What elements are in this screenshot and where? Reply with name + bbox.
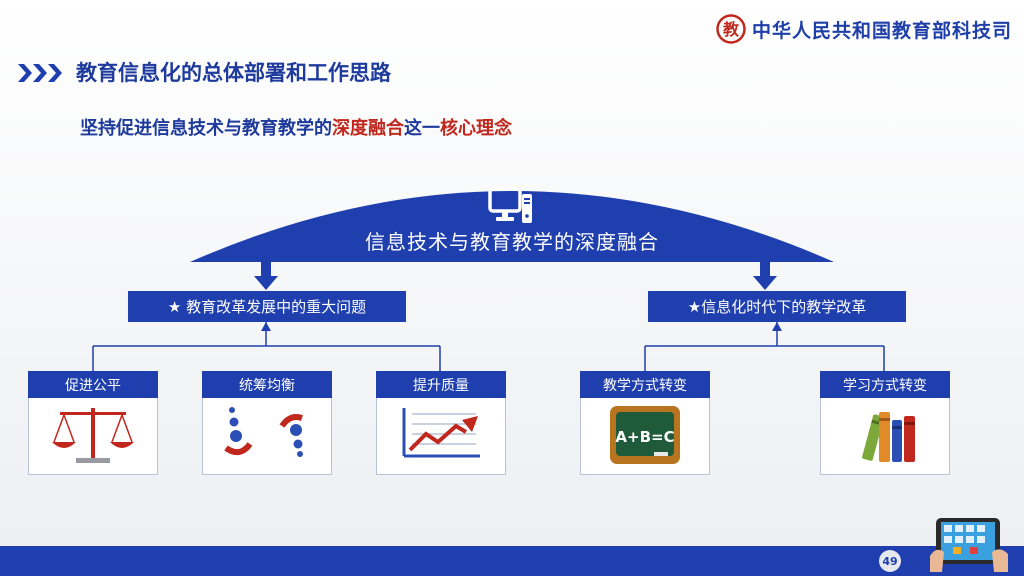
tablet-icon <box>930 518 1008 572</box>
arch-shape <box>190 191 834 262</box>
ministry-logo: 教 中华人民共和国教育部科技司 <box>716 14 1012 44</box>
blackboard-icon: A+B=C <box>610 406 680 464</box>
balance-dots-icon <box>224 407 303 457</box>
leaf-label-learning: 学习方式转变 <box>820 371 950 398</box>
subtitle-part1: 坚持促进信息技术与教育教学的 <box>80 118 332 139</box>
chevron-right-icon <box>18 64 62 82</box>
page-number: 49 <box>879 550 901 572</box>
scales-icon <box>52 408 134 463</box>
leaf-label-quality: 提升质量 <box>376 371 506 398</box>
arch-title: 信息技术与教育教学的深度融合 <box>365 230 659 254</box>
right-branch-label: ★信息化时代下的教学改革 <box>648 291 906 322</box>
logo-icon: 教 <box>716 14 746 44</box>
arrow-right <box>753 262 777 290</box>
slide-subtitle: 坚持促进信息技术与教育教学的深度融合这一核心理念 <box>80 114 512 140</box>
leaf-label-balance: 统筹均衡 <box>202 371 332 398</box>
subtitle-part2: 这一 <box>404 118 440 139</box>
left-connector <box>92 322 441 372</box>
footer-bar <box>0 546 1024 576</box>
right-connector <box>644 322 885 372</box>
org-name: 中华人民共和国教育部科技司 <box>751 19 1012 42</box>
slide-title: 教育信息化的总体部署和工作思路 <box>76 61 391 85</box>
left-branch-label: ★ 教育改革发展中的重大问题 <box>128 291 406 322</box>
subtitle-highlight2: 核心理念 <box>440 118 512 139</box>
leaf-label-teaching: 教学方式转变 <box>580 371 710 398</box>
computer-icon <box>488 187 532 223</box>
subtitle-highlight1: 深度融合 <box>332 118 404 139</box>
right-up-arrowhead <box>772 322 782 331</box>
growth-chart-icon <box>402 408 480 458</box>
leaf-label-fairness: 促进公平 <box>28 371 158 398</box>
left-up-arrowhead <box>261 322 271 331</box>
svg-text:教: 教 <box>723 20 740 39</box>
books-icon <box>862 412 915 462</box>
svg-text:A+B=C: A+B=C <box>615 428 674 446</box>
arrow-left <box>254 262 278 290</box>
